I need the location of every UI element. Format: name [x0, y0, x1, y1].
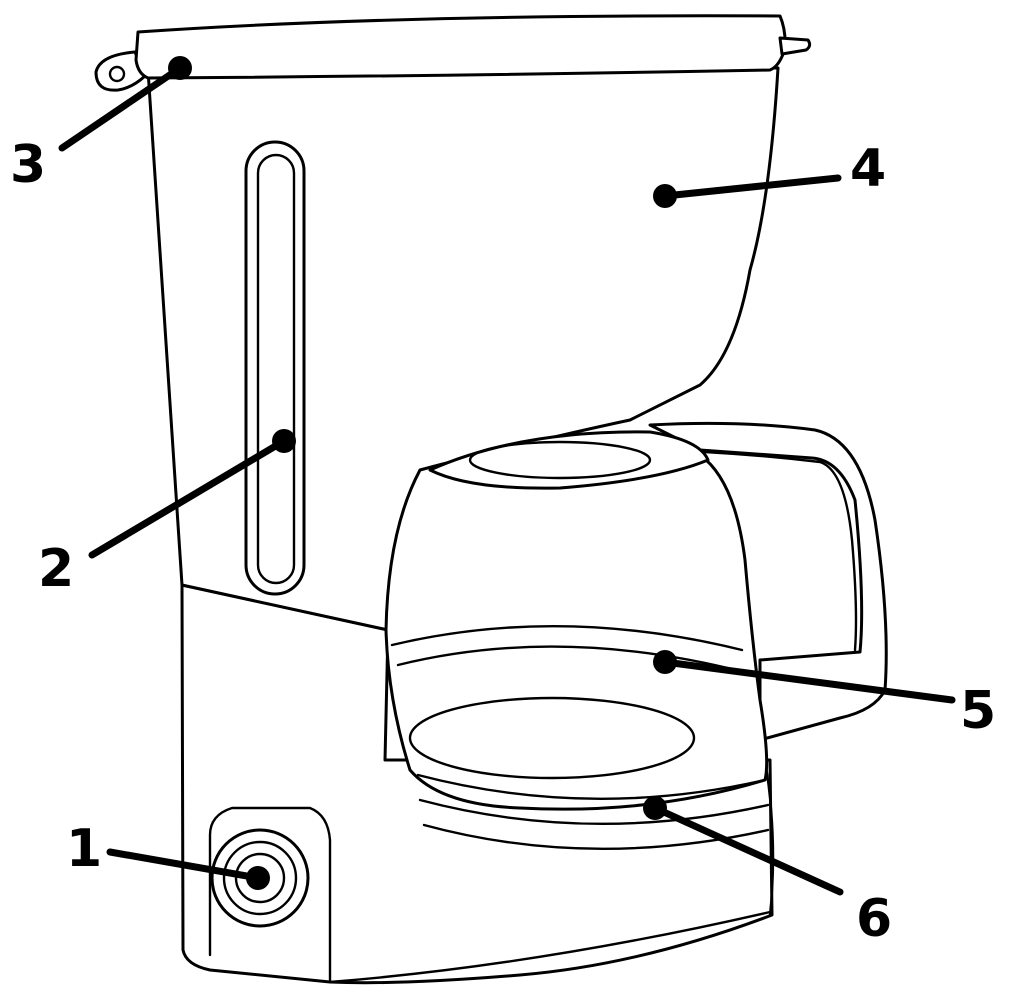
lid-hinge-hole	[108, 65, 126, 83]
glass-carafe	[384, 421, 888, 851]
carafe-band-lower	[396, 645, 746, 674]
callout-5-number: 5	[960, 681, 996, 741]
hot-plate-ring-2	[418, 798, 770, 826]
callout-4-leader	[661, 174, 842, 200]
carafe-band-upper	[390, 624, 744, 652]
callout-6-dot	[643, 796, 667, 820]
water-tank	[146, 66, 780, 632]
carafe-liquid-surface	[408, 696, 696, 780]
callout-6-number: 6	[856, 889, 892, 949]
carafe-handle-inner	[703, 450, 858, 652]
lid-outline	[134, 14, 787, 80]
base-right-edge	[763, 758, 775, 917]
callout-4-dot	[653, 184, 677, 208]
lid-latch	[778, 36, 812, 56]
callout-2-number: 2	[38, 539, 74, 599]
callout-1-dot	[246, 866, 270, 890]
switch-ring-inner	[234, 852, 286, 904]
callout-1-leader	[106, 848, 262, 882]
callout-3-leader	[58, 64, 184, 152]
lid-hinge	[94, 50, 147, 92]
switch-ring-mid	[222, 840, 298, 916]
callout-2-leader	[88, 437, 288, 559]
lid	[94, 14, 812, 92]
base-bottom-curve	[328, 910, 772, 984]
callout-1-number: 1	[66, 819, 102, 879]
callout-6-leader	[651, 804, 844, 896]
water-level-window-inner	[256, 153, 296, 585]
callouts: 1 2 3 4 5 6	[10, 56, 996, 949]
callout-3-dot	[168, 56, 192, 80]
carafe-lid-center	[468, 440, 652, 480]
hot-plate-ring-1	[416, 773, 767, 801]
switch-panel	[208, 806, 332, 982]
callout-3-number: 3	[10, 135, 46, 195]
water-level-window	[244, 140, 306, 596]
callout-5-dot	[653, 650, 677, 674]
callout-5-leader	[661, 658, 956, 704]
carafe-handle-outer	[648, 421, 888, 742]
callout-4-number: 4	[850, 139, 886, 199]
callout-2-dot	[272, 429, 296, 453]
